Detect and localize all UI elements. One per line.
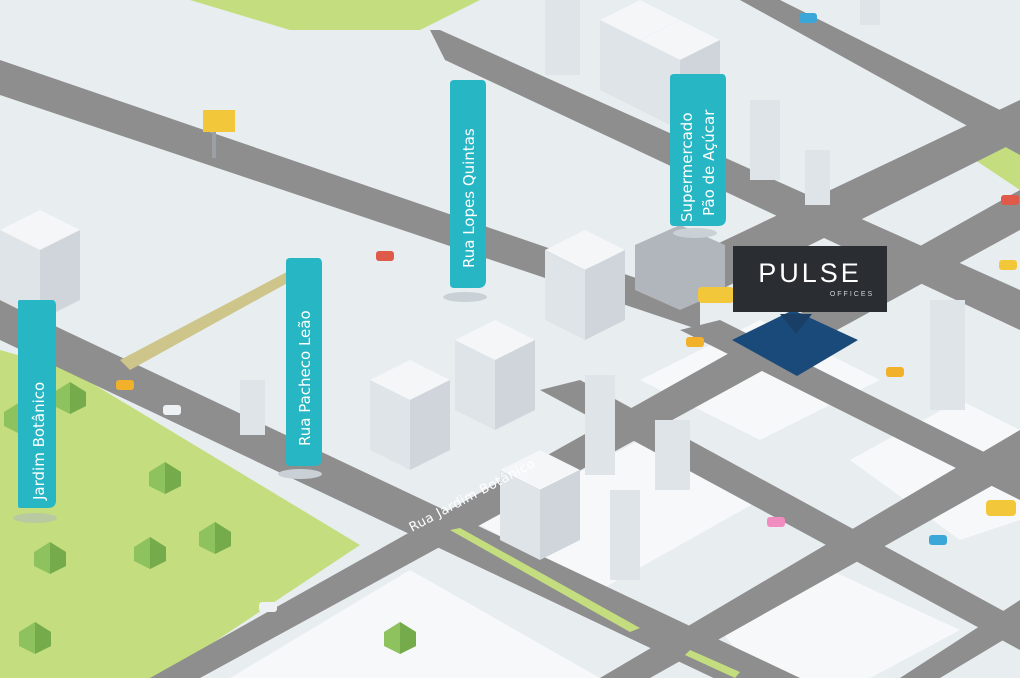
label-pacheco-leao[interactable]: Rua Pacheco Leão	[286, 258, 322, 466]
label-supermercado-line2: Pão de Açúcar	[700, 109, 718, 216]
destination-area	[732, 310, 858, 376]
label-supermercado-line1: Supermercado	[678, 113, 696, 223]
brand-name: PULSE	[758, 258, 862, 288]
label-jardim-botanico[interactable]: Jardim Botânico	[18, 300, 56, 508]
label-supermercado[interactable]: Supermercado Pão de Açúcar	[670, 74, 726, 226]
label-lopes-quintas[interactable]: Rua Lopes Quintas	[450, 80, 486, 288]
brand-sign[interactable]: PULSE OFFICES	[733, 246, 887, 312]
car-icon	[116, 13, 1019, 612]
location-marker-icon	[780, 314, 812, 334]
park-area	[0, 350, 360, 678]
billboard-icon	[203, 110, 235, 158]
label-lopes-quintas-text: Rua Lopes Quintas	[460, 128, 478, 268]
label-pacheco-leao-text: Rua Pacheco Leão	[296, 310, 314, 446]
label-jardim-botanico-text: Jardim Botânico	[30, 382, 48, 501]
brand-sub: OFFICES	[830, 291, 874, 298]
